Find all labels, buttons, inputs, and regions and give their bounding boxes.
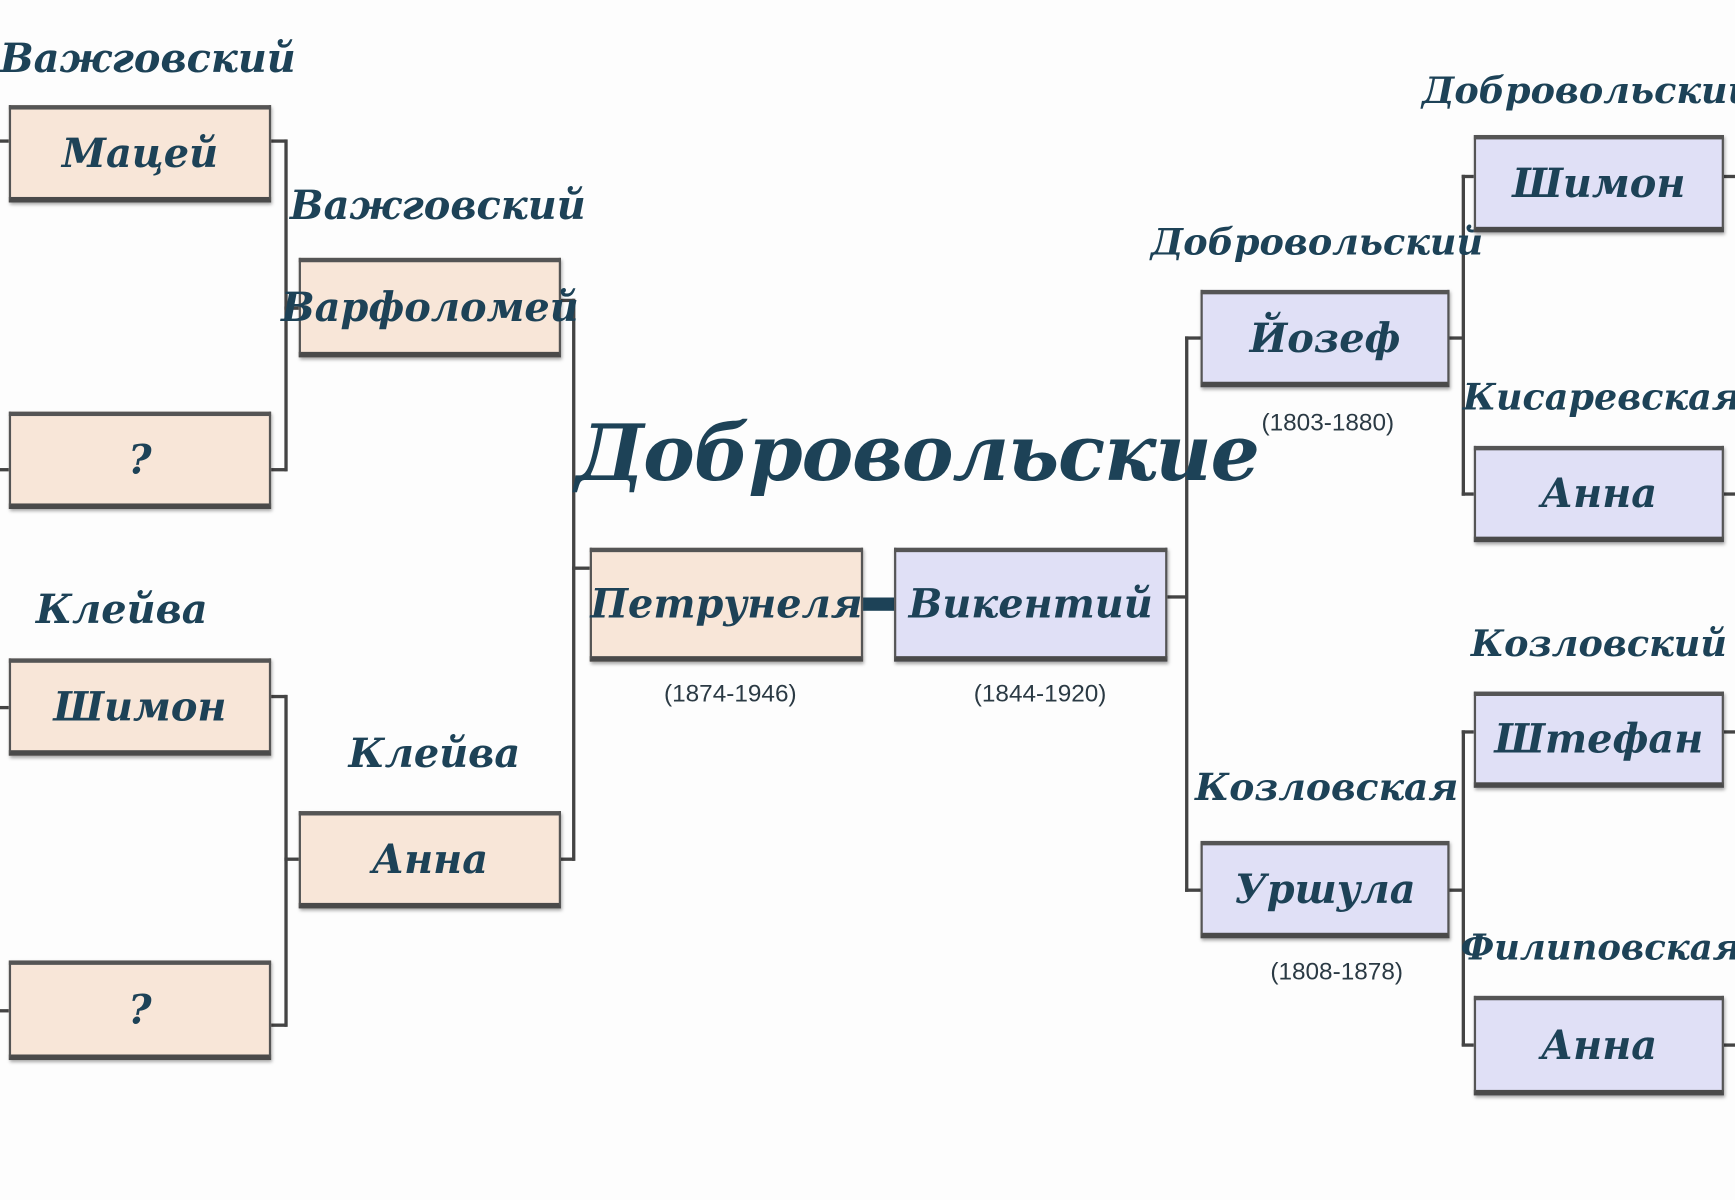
person-box-anna[interactable]: Анна xyxy=(1473,445,1724,543)
person-name: Анна xyxy=(1540,470,1658,517)
connector xyxy=(0,705,9,710)
person-name: Шимон xyxy=(1512,159,1686,207)
person-name: Варфоломей xyxy=(281,283,579,331)
connector xyxy=(1723,730,1735,734)
connector xyxy=(1167,595,1188,599)
person-box-wikenty[interactable]: Викентий xyxy=(894,547,1168,662)
years-label: (1803-1880) xyxy=(1261,408,1395,436)
person-name: Мацей xyxy=(61,130,219,177)
person-name: Шимон xyxy=(53,683,227,730)
person-box-urszula[interactable]: Уршула xyxy=(1200,840,1450,939)
person-box-szymon[interactable]: Шимон xyxy=(1473,134,1724,233)
surname-label: Важговский xyxy=(289,182,586,230)
connector xyxy=(1461,730,1474,734)
person-name: ? xyxy=(128,986,152,1033)
person-box-petrunela[interactable]: Петрунеля xyxy=(589,547,864,662)
connector xyxy=(0,139,9,143)
family-title: Добровольские xyxy=(575,407,1260,500)
connector xyxy=(271,139,287,143)
person-box-maciej[interactable]: Мацей xyxy=(8,105,272,203)
surname-label: Добровольский xyxy=(1421,68,1735,112)
person-box-jozef[interactable]: Йозеф xyxy=(1200,289,1450,388)
connector xyxy=(1723,492,1735,496)
surname-label: Козловская xyxy=(1195,765,1459,810)
person-name: Анна xyxy=(1540,1021,1658,1069)
connector xyxy=(284,694,288,1027)
connector xyxy=(284,857,300,861)
connector xyxy=(1185,888,1201,892)
connector xyxy=(271,468,287,472)
years-label: (1874-1946) xyxy=(663,679,797,708)
connector xyxy=(271,694,287,699)
connector xyxy=(0,1009,9,1013)
connector xyxy=(572,298,576,861)
person-name: Викентий xyxy=(908,580,1153,628)
connector xyxy=(1461,730,1466,1046)
years-label: (1808-1878) xyxy=(1270,957,1403,985)
person-box-stefan[interactable]: Штефан xyxy=(1473,691,1724,788)
person-box-anna[interactable]: Анна xyxy=(1473,995,1724,1096)
years-label: (1844-1920) xyxy=(973,679,1107,708)
person-name: Анна xyxy=(371,835,489,883)
person-box-bartlomiej[interactable]: Варфоломей xyxy=(281,257,579,358)
connector xyxy=(1461,174,1466,496)
surname-label: Добровольский xyxy=(1150,220,1484,264)
person-name: Уршула xyxy=(1234,865,1416,913)
connector xyxy=(560,298,575,303)
marriage-dash xyxy=(863,597,897,611)
surname-label: Филиповская xyxy=(1460,926,1735,969)
connector xyxy=(1723,1043,1735,1047)
connector xyxy=(1461,1043,1474,1047)
connector xyxy=(284,306,300,310)
connector xyxy=(572,566,590,570)
surname-label: Важговский xyxy=(0,35,296,82)
person-name: Штефан xyxy=(1494,715,1704,763)
connector xyxy=(1461,492,1474,496)
person-box-szymon[interactable]: Шимон xyxy=(8,658,272,756)
surname-label: Козловский xyxy=(1470,621,1727,666)
surname-label: Кисаревская xyxy=(1462,375,1735,419)
connector xyxy=(271,1023,287,1027)
connector xyxy=(1449,888,1464,892)
surname-label: Клейва xyxy=(35,586,208,633)
connector xyxy=(1723,174,1735,179)
person-box-anna[interactable]: Анна xyxy=(298,811,561,909)
connector xyxy=(1461,174,1474,179)
person-name: Петрунеля xyxy=(590,580,863,628)
person-name: ? xyxy=(128,436,152,483)
connector xyxy=(560,857,575,861)
connector xyxy=(1185,336,1201,340)
connector xyxy=(1449,336,1464,340)
connector xyxy=(0,468,9,472)
person-name: Йозеф xyxy=(1249,314,1401,362)
connector xyxy=(284,139,288,472)
person-box-unknown[interactable]: ? xyxy=(8,411,272,509)
connector xyxy=(1185,336,1189,892)
surname-label: Клейва xyxy=(348,730,521,777)
person-box-unknown[interactable]: ? xyxy=(8,960,272,1061)
